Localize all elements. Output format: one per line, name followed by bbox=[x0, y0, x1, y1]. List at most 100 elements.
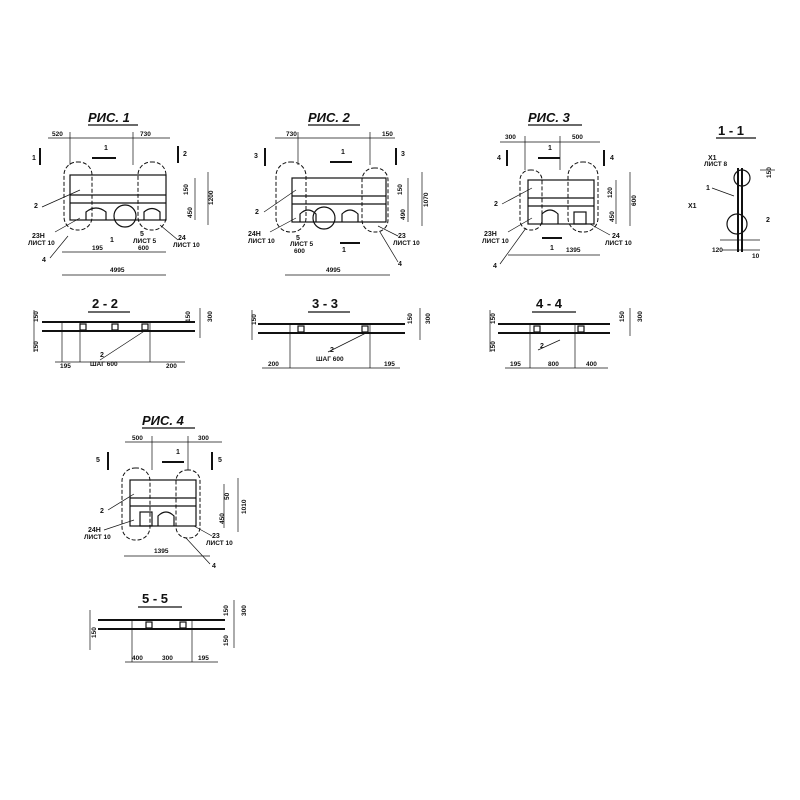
figure-2-opening-round bbox=[312, 206, 336, 230]
figure-4-leader bbox=[103, 519, 135, 531]
section-2-2-dim-bottom-left: 195 bbox=[60, 363, 71, 370]
section-3-3-title: 3 - 3 bbox=[312, 296, 338, 311]
figure-1-pos-4: 4 bbox=[42, 257, 46, 264]
figure-4-left-end bbox=[121, 467, 151, 541]
section-4-4-bar-mark bbox=[577, 325, 585, 333]
figure-2-dim-right-mid: 490 bbox=[400, 209, 407, 220]
section-3-3-step: ШАГ 600 bbox=[316, 356, 344, 363]
section-2-2-pos-2: 2 bbox=[100, 352, 104, 359]
figure-2-pos-2: 2 bbox=[255, 209, 259, 216]
figure-3-section-top: 1 bbox=[548, 145, 552, 152]
detail-1-1-pos-1: 1 bbox=[706, 185, 710, 192]
figure-3-pos-24: 24 bbox=[612, 233, 620, 240]
figure-4-leader bbox=[193, 525, 213, 537]
section-4-4-dim-right-total: 300 bbox=[637, 311, 644, 322]
section-5-5-title: 5 - 5 bbox=[142, 591, 168, 606]
section-2-2-dim-right-total: 300 bbox=[207, 311, 214, 322]
figure-1-pos-5-sheet: ЛИСТ 5 bbox=[133, 238, 157, 245]
figure-1-section-left: 1 bbox=[32, 155, 36, 162]
figure-2-dim-right-total: 1070 bbox=[423, 192, 430, 207]
section-5-5-dim-bottom-right: 195 bbox=[198, 655, 209, 662]
figure-1-body bbox=[69, 174, 167, 221]
figure-2-pos-24: 24Н bbox=[248, 231, 261, 238]
section-2-2-title: 2 - 2 bbox=[92, 296, 118, 311]
figure-1-pos-24-sheet: ЛИСТ 10 bbox=[173, 242, 200, 249]
figure-3: РИС. 3 300 500 4 4 1 120 450 600 1395 2 … bbox=[482, 110, 638, 270]
detail-1-1-dim-150: 150 bbox=[766, 167, 773, 178]
figure-2-pos-5: 5 bbox=[296, 235, 300, 242]
figure-4-leader bbox=[107, 493, 135, 511]
figure-4-dim-right-upper: 50 bbox=[224, 492, 231, 500]
section-3-3-pos-2: 2 bbox=[330, 347, 334, 354]
figure-1-dim-bottom: 195 bbox=[92, 245, 103, 252]
section-3-3-leader bbox=[327, 332, 367, 353]
figure-4-title: РИС. 4 bbox=[142, 413, 185, 428]
detail-1-1-dim-bottom: 120 bbox=[712, 247, 723, 254]
section-5-5-dim-right-lower: 150 bbox=[223, 635, 230, 646]
figure-4-dim-right-total: 1010 bbox=[241, 499, 248, 514]
figure-1-dim-right-total: 1200 bbox=[208, 190, 215, 205]
detail-1-1-pos-x1-sheet: ЛИСТ 8 bbox=[704, 161, 728, 168]
section-4-4-bar-mark bbox=[533, 325, 541, 333]
figure-1-dim-right-upper: 150 bbox=[183, 184, 190, 195]
figure-1-section-top: 1 bbox=[104, 145, 108, 152]
detail-1-1-title: 1 - 1 bbox=[718, 123, 744, 138]
section-5-5: 5 - 5 150 150 300 150 400 300 195 bbox=[89, 591, 248, 663]
figure-3-dim-top-left: 300 bbox=[505, 134, 516, 141]
section-3-3-dim-bottom-right: 195 bbox=[384, 361, 395, 368]
section-5-5-dim-right-total: 300 bbox=[241, 605, 248, 616]
figure-2-leader bbox=[263, 189, 297, 213]
figure-3-section-right: 4 bbox=[610, 155, 614, 162]
section-2-2-dim-right-upper: 150 bbox=[185, 311, 192, 322]
figure-3-pos-23: 23Н bbox=[484, 231, 497, 238]
figure-1-opening bbox=[143, 207, 161, 220]
figure-1-dim-top-left: 520 bbox=[52, 131, 63, 138]
section-5-5-dim-bottom-mid: 300 bbox=[162, 655, 173, 662]
section-2-2-bar-mark bbox=[79, 323, 87, 331]
figure-4-pos-24-sheet: ЛИСТ 10 bbox=[84, 534, 111, 541]
figure-4: РИС. 4 500 300 5 5 1 50 450 1010 1395 2 … bbox=[84, 413, 248, 570]
figure-3-opening bbox=[541, 209, 559, 224]
figure-3-dim-top-right: 500 bbox=[572, 134, 583, 141]
figure-3-pos-24-sheet: ЛИСТ 10 bbox=[605, 240, 632, 247]
figure-4-section-top: 1 bbox=[176, 449, 180, 456]
figure-2-pos-24-sheet: ЛИСТ 10 bbox=[248, 238, 275, 245]
detail-1-1: 1 - 1 150 Х1 ЛИСТ 8 1 Х1 2 120 10 bbox=[688, 123, 775, 260]
section-3-3-dim-right-upper: 150 bbox=[407, 313, 414, 324]
figure-2-leader bbox=[269, 217, 297, 233]
figure-4-pos-23: 23 bbox=[212, 533, 220, 540]
section-4-4-title: 4 - 4 bbox=[536, 296, 563, 311]
figure-3-dim-total: 1395 bbox=[566, 247, 581, 254]
detail-1-1-lower-loop bbox=[726, 213, 748, 235]
figure-2-dim-top-right: 150 bbox=[382, 131, 393, 138]
section-5-5-bar-mark bbox=[179, 621, 187, 629]
section-2-2: 2 - 2 150 150 150 300 195 200 2 ШАГ 600 bbox=[33, 296, 214, 370]
section-4-4: 4 - 4 150 150 150 300 195 800 400 2 bbox=[489, 296, 644, 369]
figure-2-left-end bbox=[275, 161, 307, 233]
section-2-2-bar-mark bbox=[111, 323, 119, 331]
section-3-3-dim-right-total: 300 bbox=[425, 313, 432, 324]
figure-3-leader bbox=[589, 223, 611, 236]
figure-3-right-end bbox=[567, 161, 599, 233]
figure-1-left-end bbox=[63, 161, 93, 231]
figure-2-leader bbox=[377, 225, 399, 237]
figure-4-dim-top-left: 500 bbox=[132, 435, 143, 442]
figure-2-pos-5-sheet: ЛИСТ 5 bbox=[290, 241, 314, 248]
section-3-3-dim-left: 150 bbox=[251, 314, 258, 325]
figure-1-dim-total: 4995 bbox=[110, 267, 125, 274]
figure-1-opening bbox=[85, 207, 107, 220]
section-4-4-dim-left-upper: 150 bbox=[490, 313, 497, 324]
detail-1-1-upper-loop bbox=[733, 169, 751, 187]
section-3-3-dim-bottom-left: 200 bbox=[268, 361, 279, 368]
detail-1-1-pos-xh: Х1 bbox=[688, 203, 697, 210]
figure-1-dim-top-right: 730 bbox=[140, 131, 151, 138]
section-4-4-dim-right-upper: 150 bbox=[619, 311, 626, 322]
figure-4-pos-23-sheet: ЛИСТ 10 bbox=[206, 540, 233, 547]
section-2-2-leader bbox=[99, 329, 147, 361]
figure-3-title: РИС. 3 bbox=[528, 110, 571, 125]
figure-4-leader bbox=[185, 537, 211, 565]
section-2-2-dim-left-upper: 150 bbox=[33, 311, 40, 322]
figure-3-leader bbox=[501, 187, 533, 205]
figure-1-pos-5-step: 600 bbox=[138, 245, 149, 252]
section-3-3: 3 - 3 150 150 300 200 195 2 ШАГ 600 bbox=[251, 296, 432, 369]
